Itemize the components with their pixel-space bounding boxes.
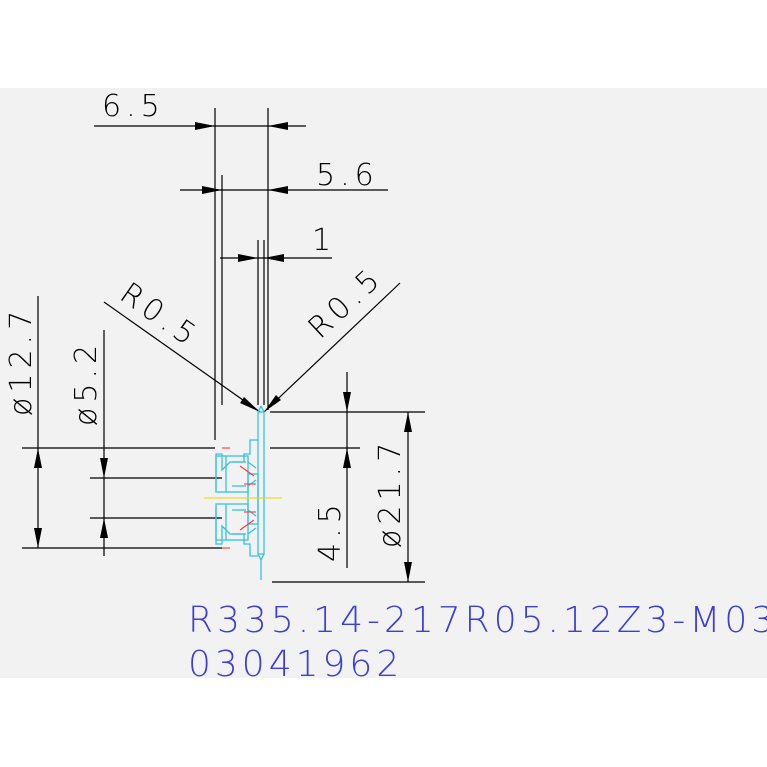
- dimension-label-6-5: 6.5: [102, 89, 165, 124]
- dimension-4-5-label: 4.5: [313, 499, 348, 562]
- arrow-head: [202, 186, 222, 194]
- arrow-head: [100, 518, 108, 538]
- arrow-head: [343, 392, 351, 412]
- arrow-head: [264, 395, 281, 412]
- arrow-head: [404, 562, 412, 582]
- dia-12-7-label: ø12.7: [4, 306, 39, 416]
- arrow-head: [195, 122, 215, 130]
- drawing-sheet: [0, 88, 767, 678]
- dimension-dia-5-2: ø5.2: [69, 330, 222, 556]
- arrow-head: [240, 397, 260, 412]
- dia-21-7-label: ø21.7: [373, 438, 408, 548]
- arrow-head: [268, 186, 288, 194]
- part-number: R335.14-217R05.12Z3-M03: [188, 600, 767, 641]
- arrow-head: [100, 458, 108, 478]
- hidden-detail-lines: [222, 447, 256, 549]
- dimension-dia-21-7: ø21.7: [272, 412, 425, 583]
- arrow-head: [343, 448, 351, 468]
- dimension-label-5-6: 5.6: [316, 158, 379, 193]
- arrow-head: [238, 254, 258, 262]
- dimension-label-1: 1: [312, 223, 336, 258]
- dia-5-2-label: ø5.2: [69, 340, 104, 426]
- arrow-head: [34, 528, 42, 548]
- dimension-1: 1: [220, 223, 336, 405]
- arrow-head: [264, 254, 284, 262]
- part-code: 03041962: [188, 644, 403, 685]
- arrow-head: [404, 412, 412, 432]
- insert-profile: [215, 405, 265, 580]
- arrow-head: [268, 122, 288, 130]
- arrow-head: [34, 448, 42, 468]
- dimension-4-5: 4.5: [270, 372, 425, 568]
- dimension-dia-12-7: ø12.7: [4, 296, 222, 549]
- dimension-5-6: 5.6: [180, 158, 388, 405]
- dimension-6-5: 6.5: [94, 89, 306, 440]
